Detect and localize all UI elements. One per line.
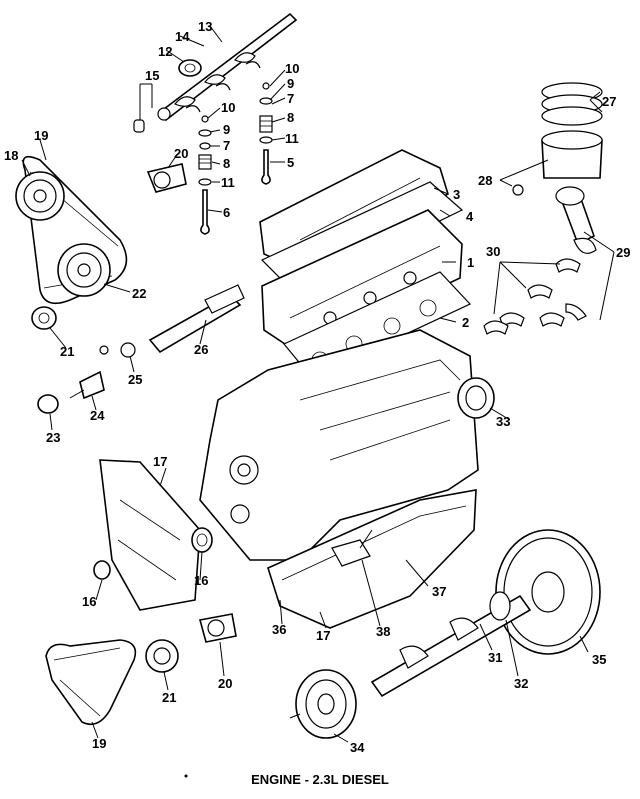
callout-21b: 21 (162, 690, 176, 705)
callout-1: 1 (467, 255, 474, 270)
crank-pulley-part-34 (289, 669, 357, 739)
leader-lines (21, 25, 615, 743)
engine-block (199, 329, 479, 561)
connecting-rod-part-29 (555, 186, 597, 254)
callout-25: 25 (128, 372, 142, 387)
callout-11a: 11 (221, 175, 235, 190)
rear-seal-part-33 (457, 377, 495, 419)
tensioner-part-20-lower (198, 613, 237, 643)
gear-part-24 (69, 370, 105, 400)
callout-30: 30 (486, 244, 500, 259)
callout-9b: 9 (287, 76, 294, 91)
callout-35: 35 (592, 652, 606, 667)
callout-11b: 11 (285, 131, 299, 146)
idler-part-21-upper (31, 306, 57, 330)
callout-7a: 7 (223, 138, 230, 153)
valve-stack-right (259, 82, 273, 185)
stray-dot (184, 774, 188, 778)
seal-part-16-a (191, 527, 213, 553)
callout-19b: 19 (92, 736, 106, 751)
valve-stack-left (198, 115, 212, 235)
crankshaft-part-31 (370, 594, 532, 698)
callout-27: 27 (602, 94, 616, 109)
piston-rings-part-27 (541, 82, 603, 126)
callout-23: 23 (46, 430, 60, 445)
callout-10a: 10 (221, 100, 235, 115)
callout-20a: 20 (174, 146, 188, 161)
callout-7b: 7 (287, 91, 294, 106)
oil-pan-part-36 (267, 489, 477, 629)
balance-shaft-part-26 (120, 284, 245, 358)
callout-13: 13 (198, 19, 212, 34)
injection-pump-pulley-part-22 (57, 243, 111, 297)
callout-labels: 1 2 3 4 5 6 7 7 8 8 9 9 10 10 11 11 12 1… (4, 19, 630, 755)
callout-5: 5 (287, 155, 294, 170)
gear-part-23 (37, 394, 59, 414)
callout-32: 32 (514, 676, 528, 691)
cam-sprocket-part-12 (178, 59, 202, 77)
flywheel-part-35 (495, 529, 601, 655)
callout-31: 31 (488, 650, 502, 665)
callout-14: 14 (175, 29, 190, 44)
camshaft (157, 12, 298, 122)
callout-8b: 8 (287, 110, 294, 125)
callout-28: 28 (478, 173, 492, 188)
callout-34: 34 (350, 740, 365, 755)
callout-33: 33 (496, 414, 510, 429)
pulley-part-21-lower (145, 639, 179, 673)
callout-12: 12 (158, 44, 172, 59)
callout-24: 24 (90, 408, 105, 423)
crank-gear-part-32 (489, 591, 511, 621)
callout-19a: 19 (34, 128, 48, 143)
callout-6: 6 (223, 205, 230, 220)
callout-18: 18 (4, 148, 18, 163)
tensioner-part-20-upper (146, 163, 187, 193)
callout-16a: 16 (194, 573, 208, 588)
timing-belt-lower-part-19 (45, 639, 137, 726)
callout-8a: 8 (223, 156, 230, 171)
callout-20b: 20 (218, 676, 232, 691)
callout-17a: 17 (153, 454, 167, 469)
callout-2: 2 (462, 315, 469, 330)
callout-10b: 10 (285, 61, 299, 76)
front-cover-part-17 (99, 459, 201, 611)
callout-22: 22 (132, 286, 146, 301)
callout-16b: 16 (82, 594, 96, 609)
diagram-caption: ENGINE - 2.3L DIESEL (251, 772, 389, 787)
bolt-part-25 (99, 345, 109, 355)
callout-36: 36 (272, 622, 286, 637)
piston-part-28 (512, 130, 603, 196)
callout-37: 37 (432, 584, 446, 599)
seal-part-15 (133, 119, 145, 133)
seal-part-16-b (93, 560, 111, 580)
callout-38: 38 (376, 624, 390, 639)
callout-26: 26 (194, 342, 208, 357)
callout-3: 3 (453, 187, 460, 202)
cam-pulley-part-18 (15, 171, 65, 221)
callout-4: 4 (466, 209, 474, 224)
callout-21a: 21 (60, 344, 74, 359)
callout-9a: 9 (223, 122, 230, 137)
oil-pickup-part-38 (331, 529, 373, 567)
callout-17b: 17 (316, 628, 330, 643)
rod-bearings-part-30 (483, 258, 587, 335)
callout-15: 15 (145, 68, 159, 83)
callout-29: 29 (616, 245, 630, 260)
